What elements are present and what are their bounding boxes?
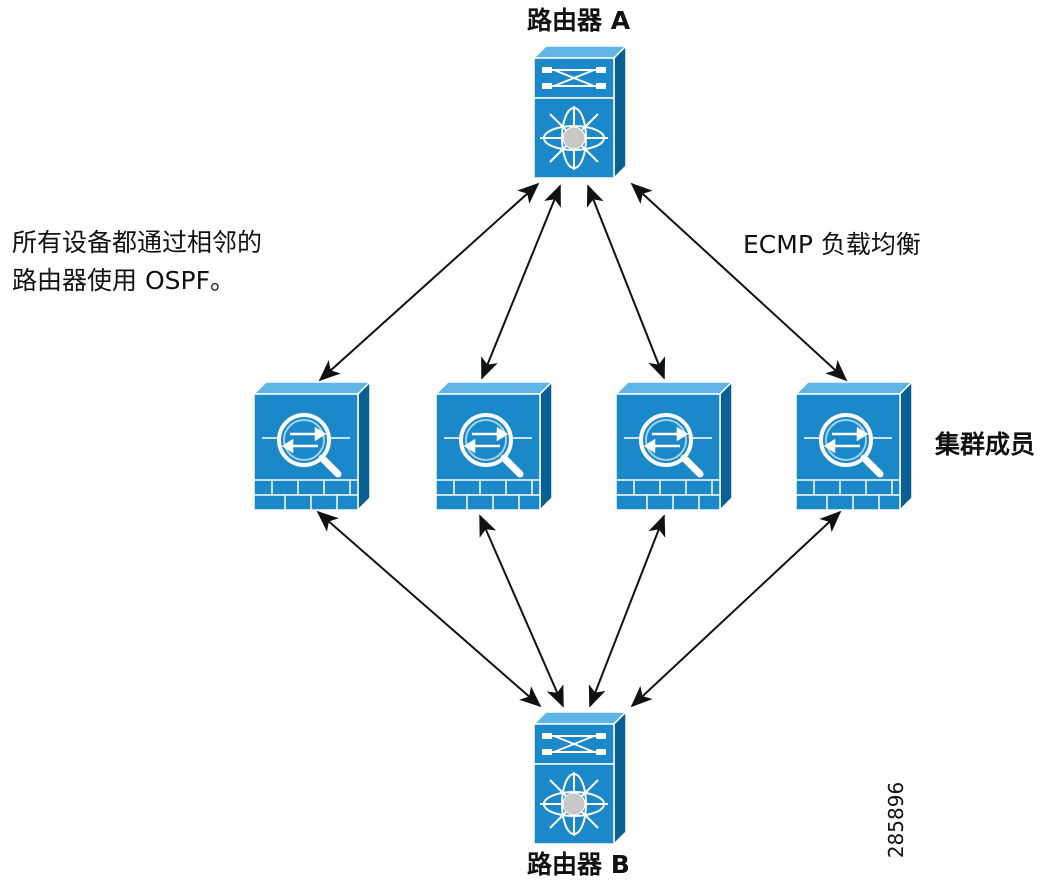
- ospf-annotation-line1: 所有设备都通过相邻的: [12, 228, 263, 257]
- ecmp-links-bottom: [316, 510, 842, 708]
- firewall-4-icon: [794, 380, 914, 512]
- router-b-label: 路由器 B: [527, 850, 630, 879]
- link-a-fw3: [586, 184, 666, 380]
- link-a-fw4: [630, 182, 848, 382]
- firewall-1-icon: [252, 380, 372, 512]
- firewall-2-icon: [434, 380, 554, 512]
- link-fw1-b: [316, 510, 542, 708]
- link-fw3-b: [588, 514, 666, 708]
- firewall-3-icon: [614, 380, 734, 512]
- router-a-label: 路由器 A: [527, 6, 631, 35]
- router-b-icon: [532, 710, 628, 846]
- cluster-members-label: 集群成员: [935, 430, 1036, 459]
- ecmp-links-top: [318, 182, 848, 382]
- router-a-icon: [532, 44, 628, 180]
- link-fw4-b: [630, 510, 842, 708]
- ospf-annotation-line2: 路由器使用 OSPF。: [12, 266, 235, 295]
- link-a-fw1: [318, 182, 540, 382]
- link-a-fw2: [481, 184, 561, 380]
- link-fw2-b: [479, 514, 564, 708]
